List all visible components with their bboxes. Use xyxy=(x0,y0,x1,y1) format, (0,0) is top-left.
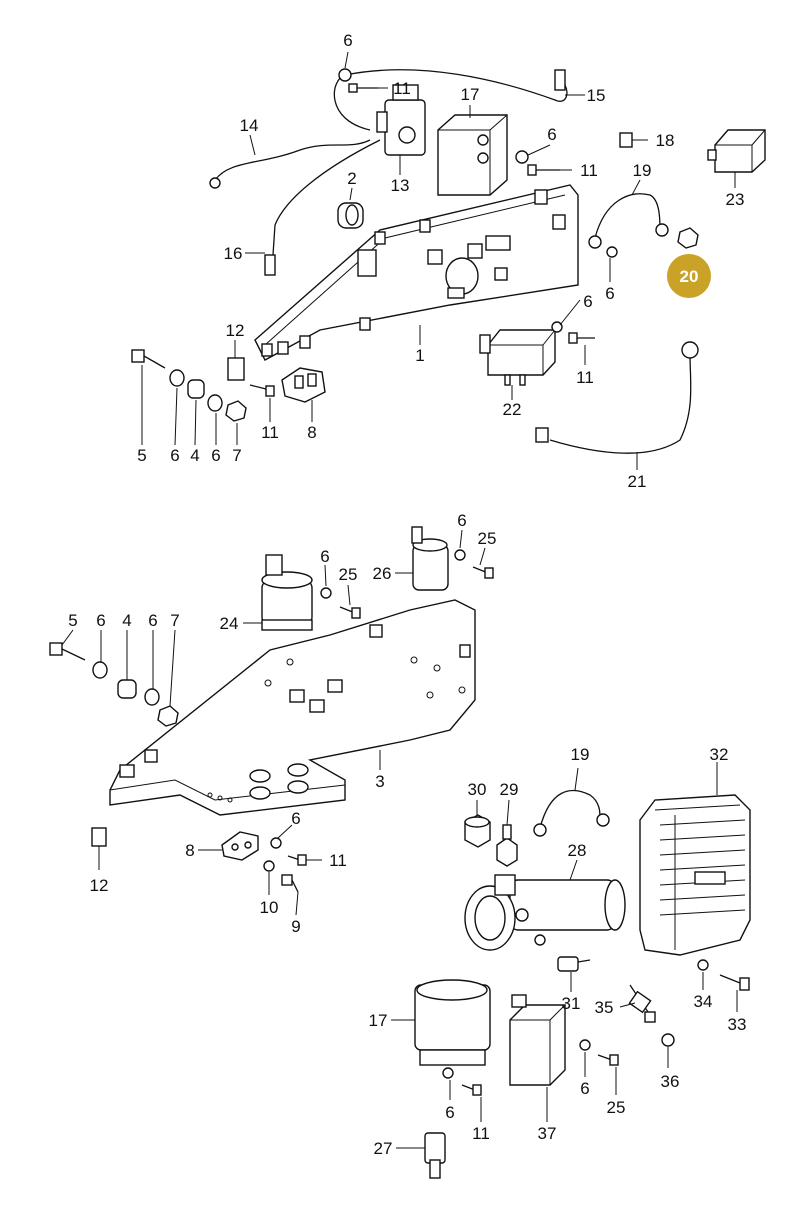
label-4: 4 xyxy=(190,446,199,465)
label-34: 34 xyxy=(694,992,713,1011)
label-15: 15 xyxy=(587,86,606,105)
label-6: 6 xyxy=(343,31,352,50)
label-6: 6 xyxy=(457,511,466,530)
label-32: 32 xyxy=(710,745,729,764)
bracket-8-upper xyxy=(281,367,326,403)
label-17: 17 xyxy=(461,85,480,104)
label-14: 14 xyxy=(240,116,259,135)
label-7: 7 xyxy=(232,446,241,465)
relay-26 xyxy=(411,526,449,591)
label-31: 31 xyxy=(562,994,581,1013)
label-5: 5 xyxy=(68,611,77,630)
label-11: 11 xyxy=(393,79,411,98)
label-18: 18 xyxy=(656,131,675,150)
label-27: 27 xyxy=(374,1139,393,1158)
label-25: 25 xyxy=(478,529,497,548)
label-6: 6 xyxy=(148,611,157,630)
label-9: 9 xyxy=(291,917,300,936)
label-23: 23 xyxy=(726,190,745,209)
label-22: 22 xyxy=(503,400,522,419)
label-11: 11 xyxy=(576,368,594,387)
label-13: 13 xyxy=(391,176,410,195)
label-6: 6 xyxy=(547,125,556,144)
bolt-5-upper xyxy=(131,349,166,369)
relay-37 xyxy=(509,994,566,1086)
label-33: 33 xyxy=(728,1015,747,1034)
label-5: 5 xyxy=(137,446,146,465)
label-28: 28 xyxy=(568,841,587,860)
label-21: 21 xyxy=(628,472,647,491)
label-6: 6 xyxy=(170,446,179,465)
label-3: 3 xyxy=(375,772,384,791)
label-6: 6 xyxy=(211,446,220,465)
label-25: 25 xyxy=(607,1098,626,1117)
callout-20: 20 xyxy=(667,254,711,298)
label-11: 11 xyxy=(580,161,598,180)
label-8: 8 xyxy=(307,423,316,442)
label-16: 16 xyxy=(224,244,243,263)
label-7: 7 xyxy=(170,611,179,630)
label-25: 25 xyxy=(339,565,358,584)
connector-27 xyxy=(424,1132,446,1179)
bracket-8-lower xyxy=(221,831,259,861)
label-35: 35 xyxy=(595,998,614,1017)
relay-13 xyxy=(376,84,426,156)
regulator-32 xyxy=(639,794,751,956)
mounting-plate-1 xyxy=(254,184,579,361)
label-19: 19 xyxy=(633,161,652,180)
label-11: 11 xyxy=(329,851,347,870)
relay-23 xyxy=(707,129,766,173)
label-6: 6 xyxy=(96,611,105,630)
label-11: 11 xyxy=(472,1124,490,1143)
label-30: 30 xyxy=(468,780,487,799)
regulator-17-lower xyxy=(414,979,491,1066)
label-6: 6 xyxy=(583,292,592,311)
label-8: 8 xyxy=(185,841,194,860)
label-12: 12 xyxy=(90,876,109,895)
label-6: 6 xyxy=(580,1079,589,1098)
label-6: 6 xyxy=(445,1103,454,1122)
mounting-plate-3 xyxy=(109,599,476,816)
label-10: 10 xyxy=(260,898,279,917)
bolt-5-lower xyxy=(49,642,86,661)
motor-28 xyxy=(464,874,626,951)
label-1: 1 xyxy=(415,346,424,365)
label-6: 6 xyxy=(320,547,329,566)
label-17: 17 xyxy=(369,1011,388,1030)
label-11: 11 xyxy=(261,423,279,442)
label-29: 29 xyxy=(500,780,519,799)
label-12: 12 xyxy=(226,321,245,340)
callout-20-label: 20 xyxy=(680,267,699,286)
relay-22 xyxy=(479,329,556,386)
label-24: 24 xyxy=(220,614,239,633)
label-2: 2 xyxy=(347,169,356,188)
label-6: 6 xyxy=(291,809,300,828)
label-19: 19 xyxy=(571,745,590,764)
label-37: 37 xyxy=(538,1124,557,1143)
label-26: 26 xyxy=(373,564,392,583)
label-36: 36 xyxy=(661,1072,680,1091)
label-4: 4 xyxy=(122,611,131,630)
regulator-17-top xyxy=(437,114,508,196)
label-6: 6 xyxy=(605,284,614,303)
flasher-24 xyxy=(261,554,313,631)
